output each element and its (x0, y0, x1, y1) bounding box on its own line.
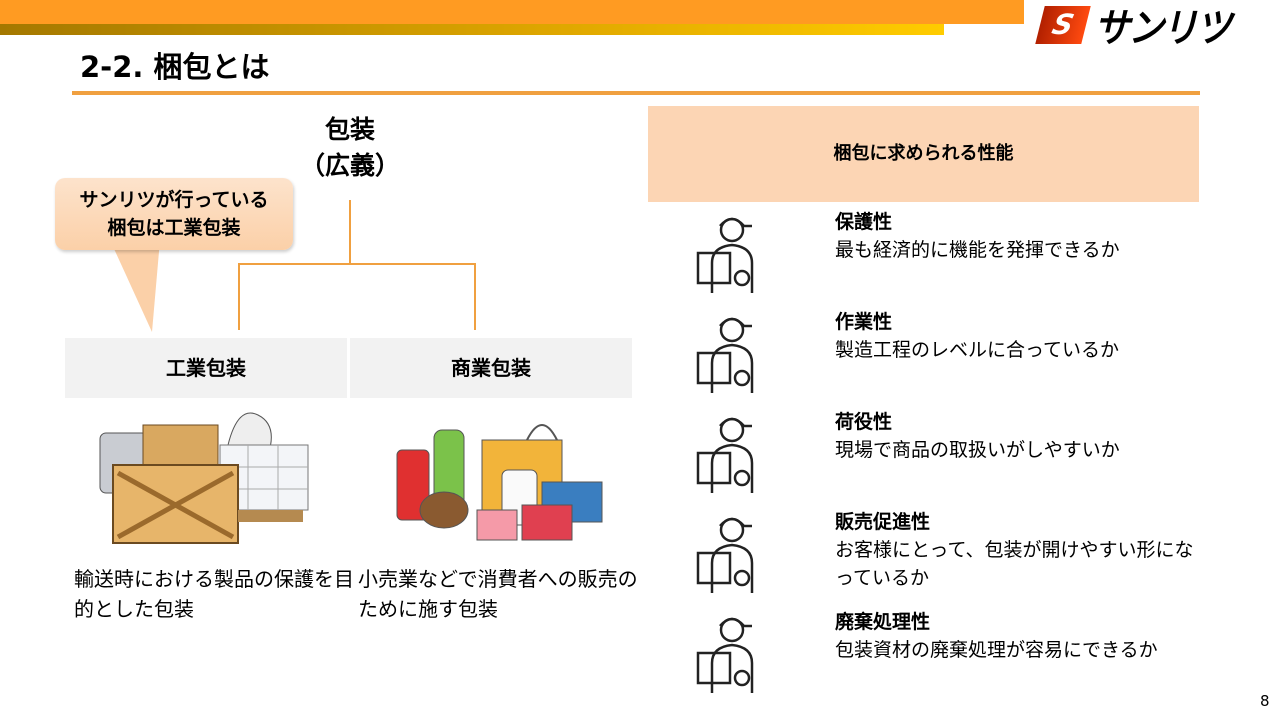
performance-title: 廃棄処理性 (835, 611, 931, 633)
commercial-description: 小売業などで消費者への販売のために施す包装 (358, 567, 638, 621)
performance-title: 販売促進性 (835, 511, 931, 533)
performance-item-handling: 荷役性現場で商品の取扱いがしやすいか (690, 408, 1200, 504)
top-gold-bar (0, 24, 944, 35)
tree-line (238, 263, 476, 265)
performance-title: 荷役性 (835, 411, 893, 433)
performance-desc: 最も経済的に機能を発揮できるか (835, 239, 1120, 261)
performance-desc: お客様にとって、包装が開けやすい形になっているか (835, 539, 1194, 589)
industrial-description: 輸送時における製品の保護を目的とした包装 (74, 567, 354, 621)
title-divider (72, 91, 1200, 95)
worker-icon (696, 217, 754, 293)
category-industrial: 工業包装 (65, 338, 347, 398)
heading-line-2: （広義） (299, 151, 400, 180)
callout-tail (110, 240, 160, 332)
commercial-packaging-illustration (396, 424, 603, 541)
logo-text: サンリツ (1094, 6, 1232, 52)
logo-mark: S (1035, 6, 1091, 44)
performance-item-disposal: 廃棄処理性包装資材の廃棄処理が容易にできるか (690, 608, 1200, 704)
broad-packaging-heading: 包装 （広義） (270, 112, 430, 184)
company-logo: S サンリツ (1035, 4, 1280, 51)
performance-item-workability: 作業性製造工程のレベルに合っているか (690, 308, 1200, 404)
heading-line-1: 包装 (324, 115, 375, 144)
category-commercial: 商業包装 (350, 338, 632, 398)
callout-line-1: サンリツが行っている (79, 189, 269, 211)
worker-icon (696, 617, 754, 693)
performance-item-protection: 保護性最も経済的に機能を発揮できるか (690, 208, 1200, 304)
page-title: 2-2. 梱包とは (80, 50, 270, 84)
performance-header: 梱包に求められる性能 (648, 106, 1199, 202)
industrial-packaging-illustration (99, 412, 309, 544)
performance-title: 作業性 (835, 311, 893, 333)
performance-desc: 包装資材の廃棄処理が容易にできるか (835, 639, 1158, 661)
tree-line (474, 263, 476, 330)
callout-bubble: サンリツが行っている 梱包は工業包装 (55, 178, 293, 250)
tree-line (349, 200, 351, 264)
performance-desc: 製造工程のレベルに合っているか (835, 339, 1120, 361)
worker-icon (696, 417, 754, 493)
performance-title: 保護性 (835, 211, 893, 233)
page-number: 8 (1260, 692, 1270, 710)
callout-line-2: 梱包は工業包装 (107, 217, 241, 239)
performance-desc: 現場で商品の取扱いがしやすいか (835, 439, 1120, 461)
worker-icon (696, 517, 754, 593)
tree-line (238, 263, 240, 330)
worker-icon (696, 317, 754, 393)
top-orange-bar (0, 0, 1024, 24)
performance-item-sales-promotion: 販売促進性お客様にとって、包装が開けやすい形になっているか (690, 508, 1200, 604)
